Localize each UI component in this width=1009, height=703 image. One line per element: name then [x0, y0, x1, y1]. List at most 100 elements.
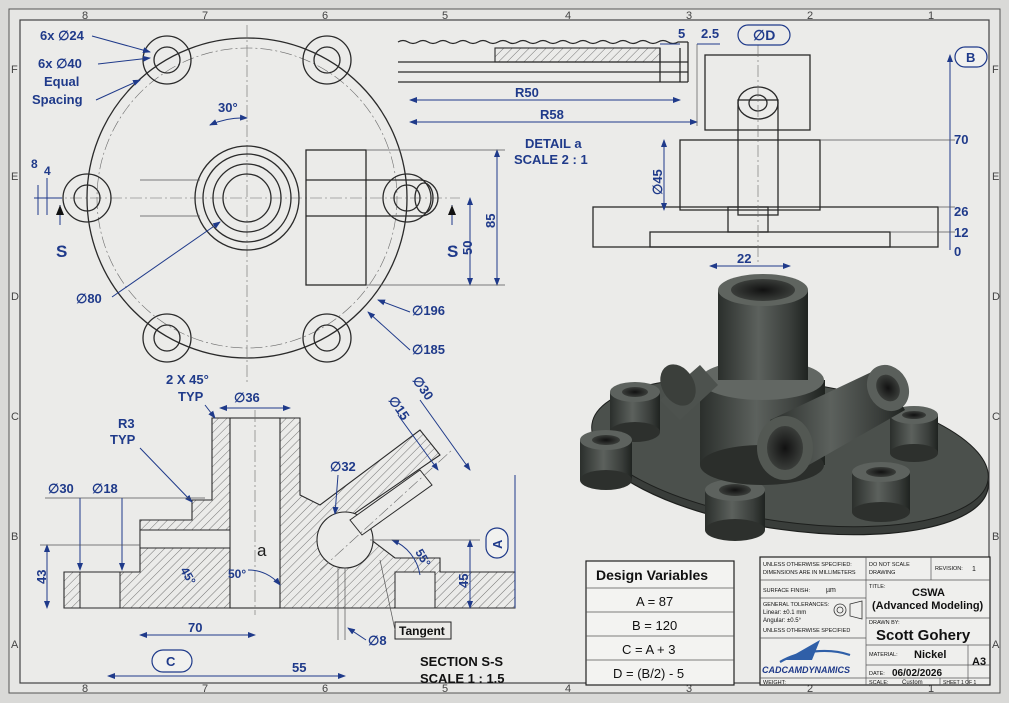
balloon-b — [954, 46, 988, 68]
dim-r58: R58 — [540, 107, 564, 122]
tb-title-2: (Advanced Modeling) — [872, 600, 984, 612]
isometric-view — [580, 274, 989, 541]
iso-bosses — [580, 382, 938, 541]
dim-70-section: 70 — [188, 620, 202, 635]
zone-row-e-right: E — [992, 171, 999, 183]
dim-12: 12 — [954, 225, 968, 240]
design-var-c: C = A + 3 — [622, 642, 676, 657]
section-scale: SCALE 1 : 1.5 — [420, 671, 505, 686]
projection-symbol-icon — [833, 600, 863, 620]
tb-material: Nickel — [914, 649, 946, 661]
zone-col-7: 7 — [202, 10, 208, 22]
tangent-box — [394, 621, 452, 640]
dim-dia-d: ∅D — [753, 27, 775, 43]
title-block: UNLESS OTHERWISE SPECIFIED: DIMENSIONS A… — [759, 556, 991, 686]
zone-row-d-right: D — [992, 291, 1000, 303]
zone-col-1: 1 — [928, 10, 934, 22]
company-logo-icon — [779, 640, 851, 663]
zone-row-e: E — [11, 171, 18, 183]
dim-r50: R50 — [515, 85, 539, 100]
dim-26: 26 — [954, 204, 968, 219]
zone-col-5-bottom: 5 — [442, 683, 448, 695]
zone-row-a: A — [11, 639, 19, 651]
zone-col-6-bottom: 6 — [322, 683, 328, 695]
design-var-b: B = 120 — [632, 618, 677, 633]
tb-sheet: SHEET 1 OF 1 — [943, 680, 976, 686]
dim-0: 0 — [954, 244, 961, 259]
dim-70: 70 — [954, 132, 968, 147]
chamfer-label-2: TYP — [178, 389, 204, 404]
zone-col-4-bottom: 4 — [565, 683, 571, 695]
dim-55: 55 — [292, 660, 306, 675]
tb-surface-finish-label: SURFACE FINISH: — [763, 588, 811, 594]
zone-col-4: 4 — [565, 10, 571, 22]
zone-row-b: B — [11, 531, 18, 543]
dim-4: 4 — [44, 164, 51, 178]
tb-scale-label: SCALE: — [869, 680, 889, 686]
tb-unless-3: UNLESS OTHERWISE SPECIFIED — [763, 628, 850, 634]
tb-size: A3 — [972, 656, 986, 668]
side-view: ∅D B 70 26 12 0 ∅45 22 — [592, 24, 988, 269]
dim-dia-18: ∅18 — [92, 481, 118, 496]
zone-col-2: 2 — [807, 10, 813, 22]
tb-revision-label: REVISION: — [935, 566, 963, 572]
dim-dia-36: ∅36 — [234, 390, 260, 405]
dim-43: 43 — [34, 570, 49, 584]
detail-scale: SCALE 2 : 1 — [514, 152, 588, 167]
zone-col-8: 8 — [82, 10, 88, 22]
tb-do-not-scale-2: DRAWING — [869, 570, 895, 576]
tb-do-not-scale-1: DO NOT SCALE — [869, 562, 910, 568]
tb-date-label: DATE: — [869, 671, 885, 677]
zone-labels: 8 7 6 5 4 3 2 1 8 7 6 5 4 3 2 1 F E D C … — [11, 10, 1000, 695]
dim-45-section: 45 — [456, 574, 471, 588]
tb-unless-1: UNLESS OTHERWISE SPECIFIED: — [763, 562, 852, 568]
chamfer-label-1: 2 X 45° — [166, 372, 209, 387]
tangent-note: Tangent — [399, 624, 445, 638]
tb-title-label: TITLE: — [869, 584, 886, 590]
dim-dia-32: ∅32 — [330, 459, 356, 474]
dim-bore-80: ∅80 — [76, 291, 102, 306]
angle-50: 50° — [228, 567, 246, 581]
dim-50: 50 — [460, 241, 475, 255]
section-marker-right: S — [447, 242, 458, 261]
balloon-a — [485, 527, 509, 559]
tb-date: 06/02/2026 — [892, 668, 942, 679]
zone-col-2-bottom: 2 — [807, 683, 813, 695]
dim-dia-30: ∅30 — [48, 481, 74, 496]
balloon-a-label: A — [490, 539, 505, 549]
detail-title: DETAIL a — [525, 136, 582, 151]
zone-col-7-bottom: 7 — [202, 683, 208, 695]
zone-row-d: D — [11, 291, 19, 303]
dim-angle-30: 30° — [218, 100, 238, 115]
tb-title-1: CSWA — [912, 587, 945, 599]
dim-spacing-label: Spacing — [32, 92, 83, 107]
tb-weight-label: WEIGHT: — [763, 680, 786, 686]
dim-bolt-circle-185: ∅185 — [412, 342, 445, 357]
dim-dia-45: ∅45 — [650, 169, 665, 195]
zone-col-3-bottom: 3 — [686, 683, 692, 695]
dim-2-5: 2.5 — [701, 26, 719, 41]
zone-row-c: C — [11, 411, 19, 423]
zone-row-f-right: F — [992, 64, 999, 76]
zone-col-1-bottom: 1 — [928, 683, 934, 695]
dim-8: 8 — [31, 157, 38, 171]
zone-row-f: F — [11, 64, 18, 76]
zone-col-3: 3 — [686, 10, 692, 22]
zone-col-8-bottom: 8 — [82, 683, 88, 695]
balloon-b-label: B — [966, 50, 975, 65]
bolt-bosses — [62, 35, 432, 363]
design-variables-table: Design Variables A = 87 B = 120 C = A + … — [585, 560, 735, 686]
section-title: SECTION S-S — [420, 654, 503, 669]
tb-revision: 1 — [972, 566, 976, 573]
dim-holes-count: 6x ∅24 — [40, 28, 85, 43]
tb-drawn-by-label: DRAWN BY: — [869, 620, 900, 626]
detail-a-marker: a — [257, 541, 267, 560]
dim-od-196: ∅196 — [412, 303, 445, 318]
tb-material-label: MATERIAL: — [869, 652, 898, 658]
zone-col-5: 5 — [442, 10, 448, 22]
zone-row-c-right: C — [992, 411, 1000, 423]
top-view: 6x ∅24 6x ∅40 Equal Spacing 30° ∅80 ∅196… — [31, 25, 505, 385]
tb-drawn-by: Scott Gohery — [876, 627, 971, 644]
balloon-c — [151, 649, 193, 673]
